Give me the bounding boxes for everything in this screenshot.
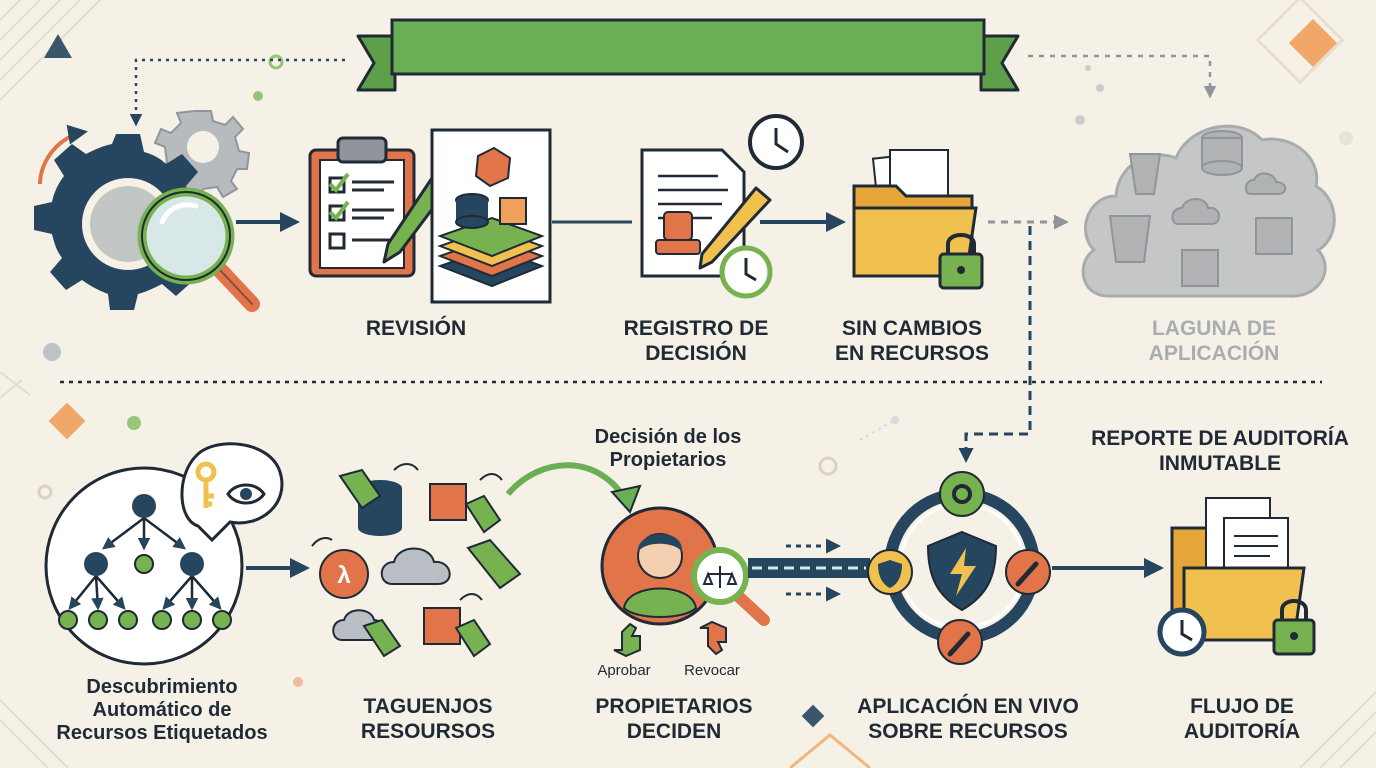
resource-tree-icon bbox=[44, 442, 284, 666]
banner-to-discover-connector bbox=[129, 58, 345, 127]
document-stamp-clock-icon bbox=[640, 114, 804, 299]
resource-stack-icon bbox=[430, 128, 552, 304]
curved-arrow-to-owners bbox=[505, 462, 631, 506]
label-approve: Aprobar bbox=[597, 662, 651, 679]
clipboard-checklist-icon bbox=[308, 136, 456, 278]
locked-folder-icon bbox=[852, 149, 984, 290]
lambda-glyph: λ bbox=[337, 562, 350, 589]
shield-cycle-icon bbox=[867, 471, 1051, 665]
cloud-resources-icon bbox=[1081, 124, 1336, 298]
diamond-decor-left bbox=[48, 402, 86, 440]
gear-magnifier-icon bbox=[34, 110, 260, 312]
owner-review-icon bbox=[600, 506, 770, 658]
owners-to-enforcement-connector bbox=[748, 538, 870, 602]
audit-folder-icon bbox=[1157, 497, 1316, 657]
gap-to-enforcement-connector bbox=[958, 226, 1032, 463]
tagged-resources-icon: λ bbox=[311, 463, 522, 658]
banner-to-gap-connector bbox=[1028, 54, 1217, 99]
label-review: REVISIÓN bbox=[365, 317, 467, 340]
triangle-decor bbox=[44, 34, 72, 58]
label-revoke: Revocar bbox=[684, 662, 740, 679]
banner-ribbon bbox=[356, 18, 1020, 92]
